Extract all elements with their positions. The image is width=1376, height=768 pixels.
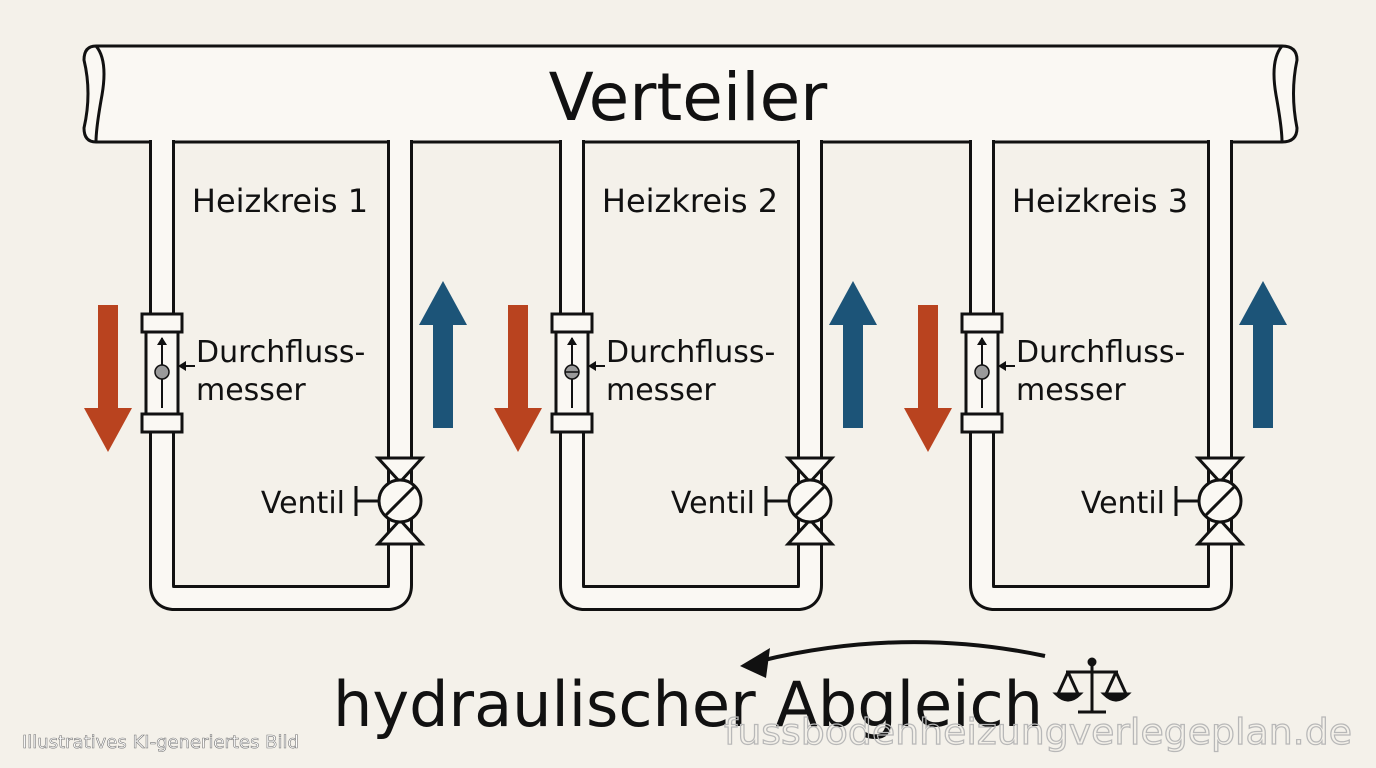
return-arrow-up-icon [829, 281, 877, 428]
meter-label-line1: Durchfluss- [606, 335, 775, 370]
valve-label: Ventil [261, 486, 345, 521]
balance-label: hydraulischer Abgleich [333, 668, 1043, 741]
supply-arrow-down-icon [494, 305, 542, 452]
circuit-3-title: Heizkreis 3 [1012, 182, 1188, 220]
flowmeter-icon [140, 312, 195, 434]
circuit-1-title: Heizkreis 1 [192, 182, 368, 220]
meter-label-line1: Durchfluss- [1016, 335, 1185, 370]
balance-caption: hydraulischer Abgleich [333, 640, 1132, 741]
heating-circuit-1: Heizkreis 1 Durchfluss- messer [84, 140, 467, 598]
return-arrow-up-icon [1239, 281, 1287, 428]
circuit-2-title: Heizkreis 2 [602, 182, 778, 220]
curved-arrow-icon [740, 648, 770, 678]
meter-label-line2: messer [606, 373, 716, 408]
supply-arrow-down-icon [84, 305, 132, 452]
meter-label-line1: Durchfluss- [196, 335, 365, 370]
heating-circuit-3: Heizkreis 3 Durchfluss- messer [904, 140, 1287, 598]
valve-label: Ventil [671, 486, 755, 521]
scale-icon [1052, 657, 1132, 714]
valve-icon [764, 456, 836, 546]
disclaimer-text: Illustratives KI-generiertes Bild [22, 732, 299, 753]
return-arrow-up-icon [419, 281, 467, 428]
flowmeter-icon [550, 312, 605, 434]
valve-icon [354, 456, 426, 546]
watermark-text: fussbodenheizungverlegeplan.de [724, 712, 1352, 753]
flowmeter-icon [960, 312, 1015, 434]
manifold-title: Verteiler [549, 59, 829, 136]
meter-label-line2: messer [196, 373, 306, 408]
heating-circuit-2: Heizkreis 2 Durchfluss- messer [494, 140, 877, 598]
meter-label-line2: messer [1016, 373, 1126, 408]
manifold: Verteiler [82, 44, 1299, 144]
valve-icon [1174, 456, 1246, 546]
supply-arrow-down-icon [904, 305, 952, 452]
valve-label: Ventil [1081, 486, 1165, 521]
